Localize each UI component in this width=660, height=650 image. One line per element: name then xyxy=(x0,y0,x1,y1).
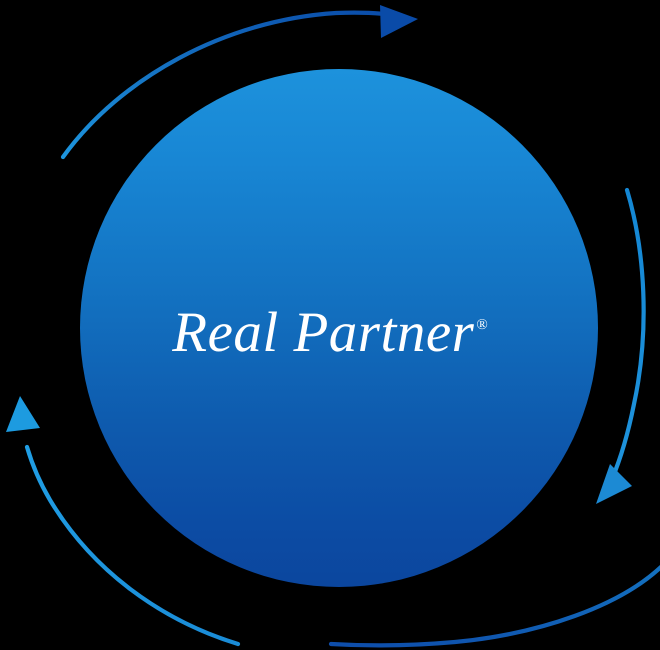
right-arrow-shaft xyxy=(609,187,646,482)
orbit-arrow-group xyxy=(6,5,660,648)
brand-sphere xyxy=(80,69,598,587)
brand-name-text: Real Partner xyxy=(172,301,475,364)
right-arrow-head-icon xyxy=(596,464,632,504)
bottom-arrow xyxy=(328,564,660,648)
top-arrow-shaft xyxy=(60,10,402,160)
left-arrow-shaft xyxy=(24,444,241,647)
left-arrow xyxy=(6,396,241,647)
top-arrow-head-icon xyxy=(380,5,418,38)
top-arrow xyxy=(60,5,418,160)
brand-wordmark: Real Partner® xyxy=(0,291,660,367)
right-arrow xyxy=(596,187,646,504)
left-arrow-head-icon xyxy=(6,396,40,432)
registered-trademark-icon: ® xyxy=(476,317,488,333)
bottom-arrow-shaft xyxy=(328,564,660,648)
